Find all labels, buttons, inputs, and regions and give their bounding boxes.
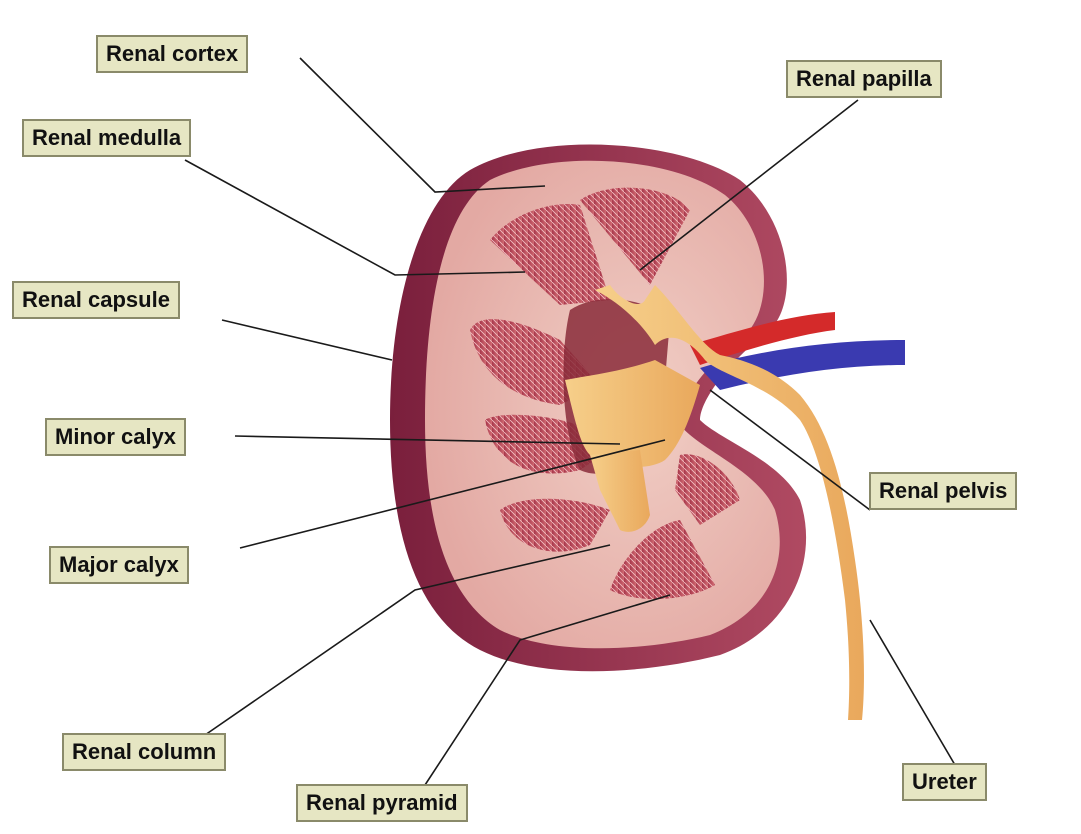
label-renal-pelvis: Renal pelvis xyxy=(869,472,1017,510)
label-ureter: Ureter xyxy=(902,763,987,801)
label-renal-medulla: Renal medulla xyxy=(22,119,191,157)
leader-renal-capsule xyxy=(222,320,392,360)
label-major-calyx: Major calyx xyxy=(49,546,189,584)
label-renal-cortex: Renal cortex xyxy=(96,35,248,73)
label-renal-papilla: Renal papilla xyxy=(786,60,942,98)
leader-ureter xyxy=(870,620,955,765)
label-minor-calyx: Minor calyx xyxy=(45,418,186,456)
label-renal-pyramid: Renal pyramid xyxy=(296,784,468,822)
label-renal-capsule: Renal capsule xyxy=(12,281,180,319)
label-renal-column: Renal column xyxy=(62,733,226,771)
